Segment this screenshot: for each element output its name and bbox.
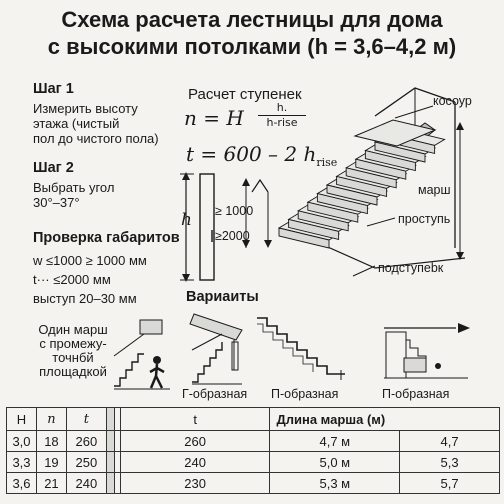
stair-riser [316, 193, 368, 215]
stair-riser [288, 218, 340, 240]
u-shaped-landing-icon [384, 323, 470, 379]
stair-drawing [277, 87, 466, 277]
stair-riser [336, 175, 388, 197]
table-row: 3,0 18 260 260 4,7 м 4,7 [6, 430, 500, 452]
single-flight-text: Один марш с промежу- точнбй площадкой [38, 322, 108, 379]
page-title: Схема расчета лестницы для дома с высоки… [47, 7, 457, 59]
formula-n: n = H [184, 106, 244, 130]
table-header-row: H n t t Длина марша (м) [6, 407, 500, 431]
tread-label: проступь [398, 212, 451, 226]
table-row: 3,6 21 240 230 5,3 м 5,7 [6, 472, 500, 494]
stair-riser [374, 141, 426, 163]
check-text: w ≤1000 ≥ 1000 мм t··· ≤2000 мм выступ 2… [33, 253, 147, 306]
calculation-table: H n t t Длина марша (м) 3,0 18 260 260 4… [6, 407, 500, 494]
table-header-cell: n [35, 407, 67, 431]
check-heading: Проверка габаритов [33, 230, 180, 246]
table-header-cell: t [65, 407, 107, 431]
step2-text: Выбрать угол 30°–37° [33, 180, 115, 210]
step1-heading: Шаг 1 [33, 81, 74, 97]
stair-riser [326, 184, 378, 206]
calc-heading: Расчет ступенек [188, 86, 302, 103]
variant-1-label: Г-образная [182, 387, 248, 401]
variant-2-label: П-образная [271, 387, 339, 401]
dim-1000-label: ≥ 1000 [215, 204, 254, 218]
single-flight-icon [113, 319, 170, 390]
table-header-cell: Длина марша (м) [269, 407, 500, 431]
table-header-cell [105, 407, 115, 431]
formula-n-fraction: h. h-rise [258, 101, 306, 129]
flight-label: марш [418, 183, 451, 197]
l-shaped-stair-icon [189, 313, 243, 385]
stair-riser [278, 227, 330, 249]
formula-t: t = 600 – 2 hrise [186, 142, 338, 169]
variant-3-label: П-образная [382, 387, 450, 401]
table-row: 3,3 19 250 240 5,0 м 5,3 [6, 451, 500, 473]
variants-heading: Вариаиты [186, 289, 259, 305]
stair-riser [355, 158, 407, 180]
stair-riser [364, 150, 416, 172]
u-shaped-stair-icon [257, 317, 345, 380]
step2-heading: Шаг 2 [33, 160, 74, 176]
table-header-cell: t [119, 407, 271, 431]
dim-2000-label: ≥2000 [215, 229, 250, 243]
stair-riser [345, 167, 397, 189]
stair-riser [297, 210, 349, 232]
height-dimension-sketch [180, 172, 272, 282]
table-header-cell: H [6, 407, 37, 431]
stringer-label: косоур [433, 94, 472, 108]
step1-text: Измерить высоту этажа (чистый пол до чис… [33, 101, 159, 146]
h-label: h [181, 210, 192, 230]
riser-label: подступеbк [378, 261, 444, 275]
stair-riser [307, 201, 359, 223]
stair-steps [277, 126, 446, 249]
